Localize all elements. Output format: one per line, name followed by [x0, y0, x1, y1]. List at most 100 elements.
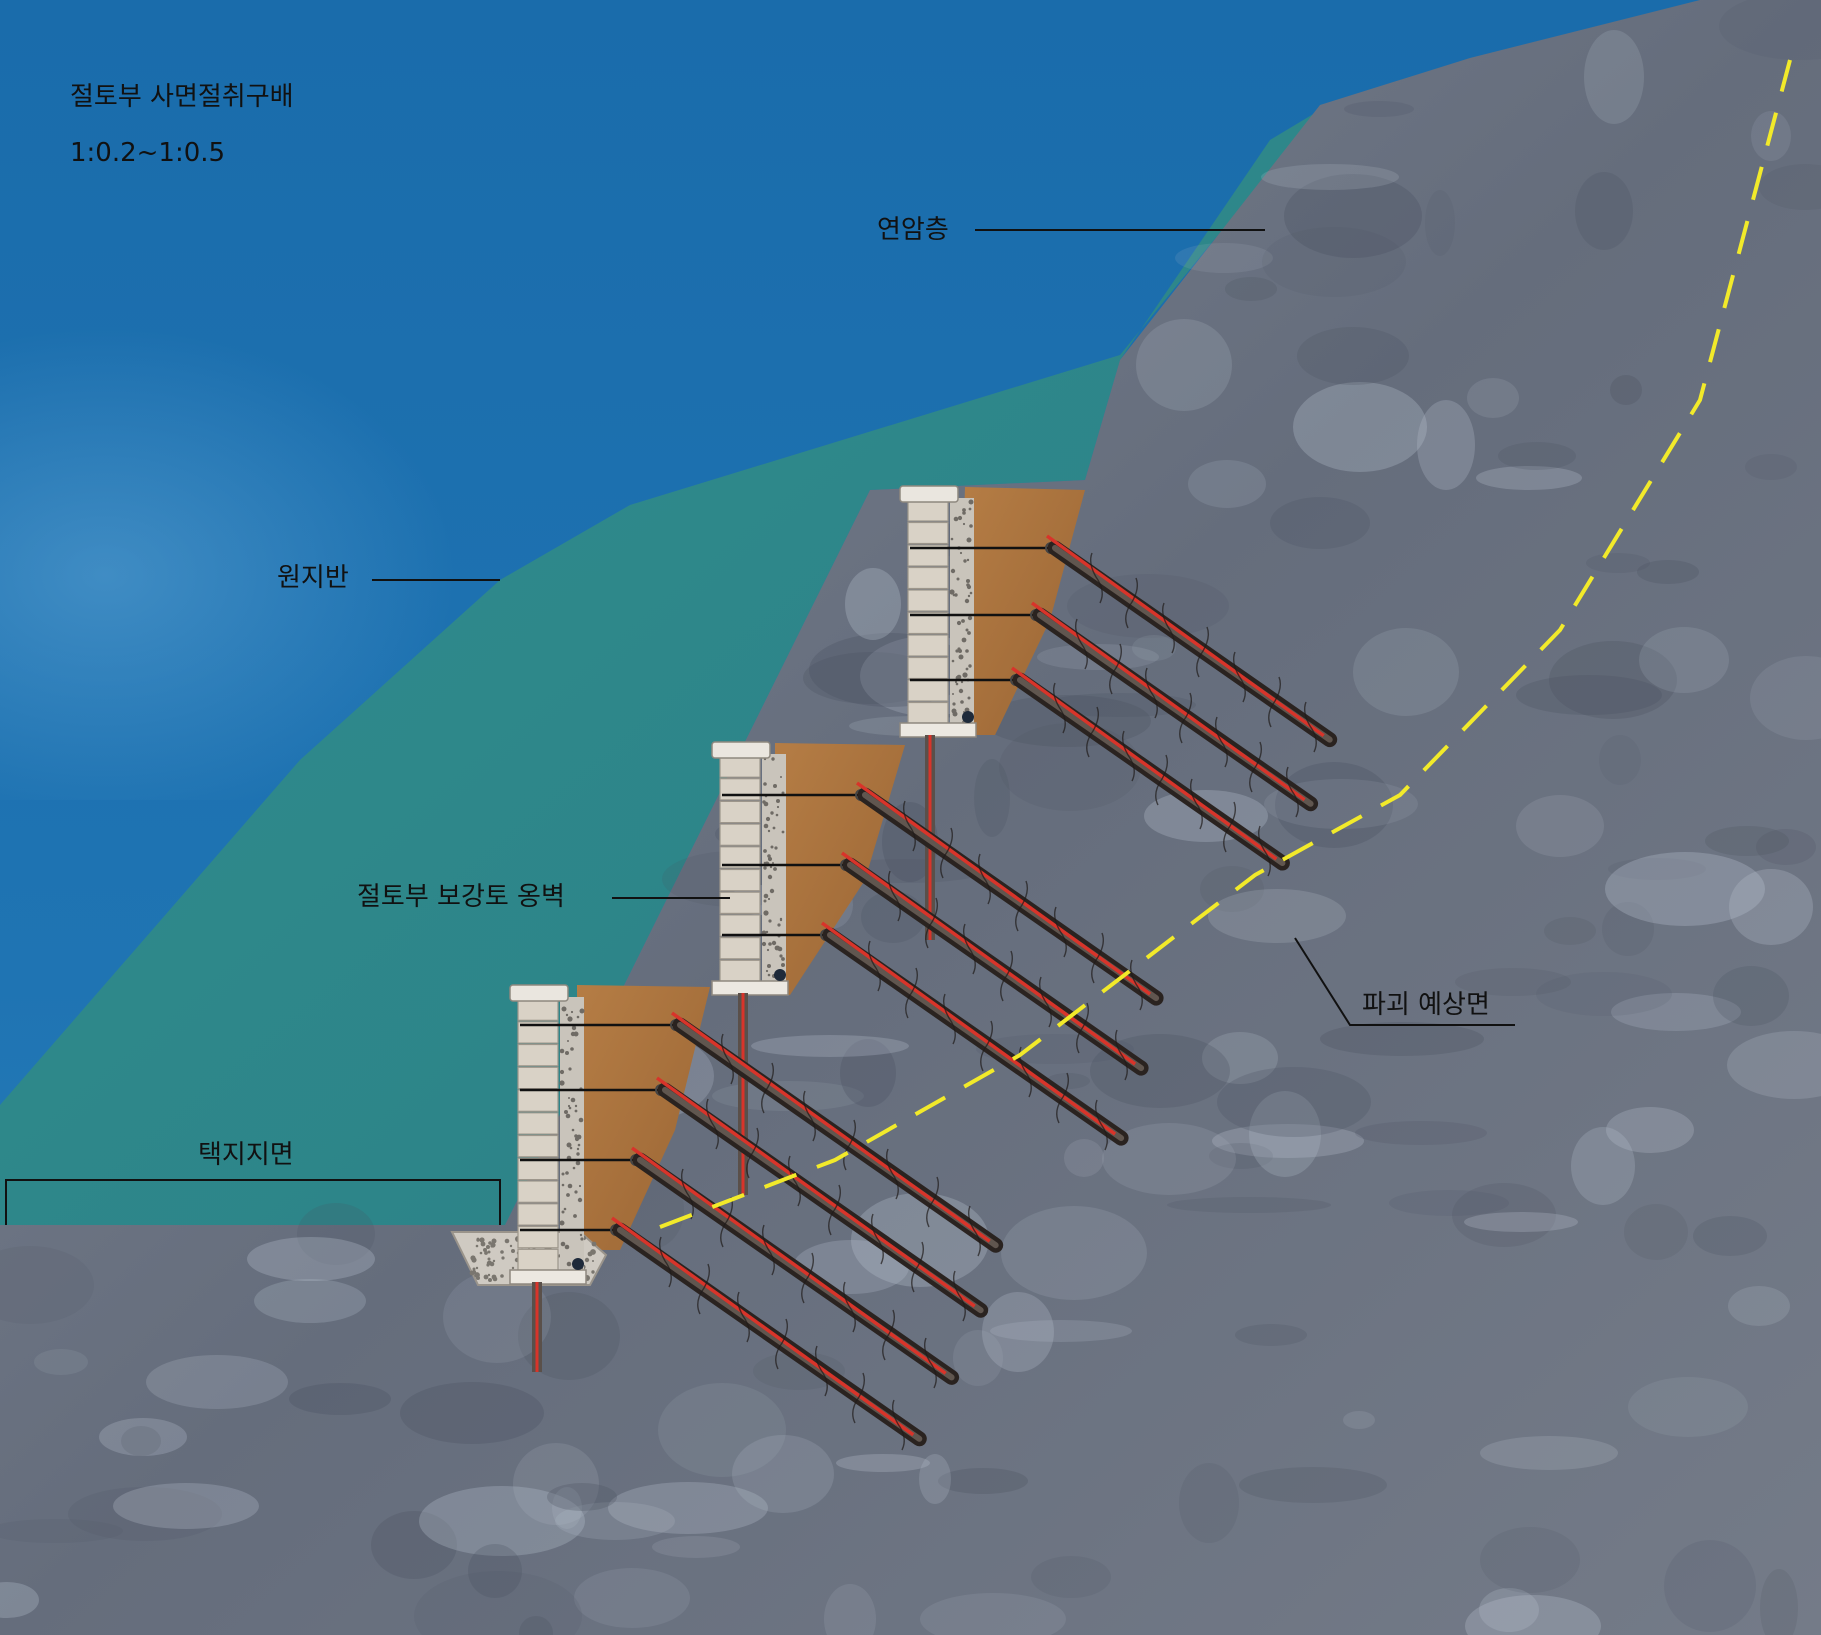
rock-blotch: [518, 1292, 620, 1380]
rock-blotch: [1188, 460, 1266, 508]
rock-blotch: [1586, 553, 1650, 573]
gravel-stone: [573, 1214, 577, 1218]
backfill-lower: [577, 985, 710, 1250]
anchor-pile-core: [741, 993, 745, 1195]
rock-blotch: [1713, 966, 1789, 1026]
rock-blotch: [1467, 378, 1519, 418]
wall-block: [719, 778, 761, 801]
rock-blotch: [414, 1571, 582, 1635]
gravel-stone: [471, 1269, 477, 1275]
gravel-stone: [961, 637, 967, 643]
gravel-stone: [781, 957, 785, 961]
gravel-stone: [768, 942, 772, 946]
ground-crack: [1125, 577, 1139, 629]
gravel-stone: [779, 954, 783, 958]
rock-blotch: [1136, 319, 1232, 411]
wall-block: [907, 656, 949, 680]
gravel-stone: [570, 1047, 574, 1051]
nail-tendon: [630, 1146, 947, 1375]
rock-blotch: [555, 1502, 675, 1540]
gravel-stone: [565, 1013, 569, 1017]
gravel-stone: [559, 1220, 565, 1226]
ground-crack: [1091, 932, 1105, 984]
gravel-stone: [968, 507, 972, 511]
ground-crack: [1056, 1072, 1070, 1124]
gravel-stone: [769, 865, 773, 869]
gravel-stone: [965, 649, 969, 653]
rock-blotch: [1239, 1467, 1387, 1503]
drain-pipe: [774, 969, 786, 981]
gravel-stone: [963, 559, 967, 563]
gravel-stone: [967, 696, 971, 700]
wall-block: [517, 1157, 559, 1181]
gravel-stone: [968, 664, 972, 668]
wall-gravel-fill: [560, 997, 584, 1282]
slope-title: 절토부 사면절취구배: [70, 82, 294, 112]
rock-blotch: [443, 1271, 551, 1363]
rock-blotch: [1611, 993, 1741, 1031]
rock-blotch: [0, 1519, 123, 1543]
ground-crack: [926, 1176, 940, 1228]
gravel-stone: [774, 846, 778, 850]
ground-crack: [870, 1213, 884, 1265]
gravel-stone: [969, 591, 973, 595]
rock-blotch: [1750, 656, 1821, 740]
gravel-stone: [776, 805, 780, 809]
wall-block: [907, 566, 949, 590]
soil-nails: [520, 534, 1338, 1451]
rock-blotch: [919, 1454, 951, 1504]
rock-blotch: [824, 1584, 876, 1635]
ground-crack: [952, 1270, 966, 1322]
gravel-stone: [954, 593, 958, 597]
gravel-stone: [956, 577, 960, 581]
gravel-stone: [772, 862, 774, 864]
rock-blotch: [519, 1616, 553, 1635]
gravel-stone: [952, 711, 958, 717]
wall-cap: [509, 984, 569, 1002]
rock-blotch: [1664, 1540, 1756, 1632]
ground-crack: [720, 1033, 734, 1085]
rock-blotch: [1571, 1127, 1635, 1205]
gravel-stone: [950, 568, 956, 574]
gravel-stone: [967, 631, 971, 635]
gravel-stone: [765, 930, 769, 934]
label-failure-surface: 파괴 예상면: [1362, 990, 1490, 1020]
wall-block: [517, 1225, 559, 1249]
ground-crack: [1052, 682, 1066, 734]
rock-blotch: [247, 1237, 375, 1281]
rock-blotch: [1705, 826, 1789, 856]
ground-crack: [852, 1372, 866, 1424]
gravel-stone: [767, 874, 773, 880]
wall-block: [517, 998, 559, 1021]
rock-blotch: [289, 1383, 391, 1415]
gravel-stone: [773, 867, 777, 871]
rock-blotch: [1606, 1107, 1694, 1153]
nail-tendon: [670, 1011, 991, 1243]
rock-blotch: [1480, 1527, 1580, 1593]
ground-crack: [1015, 880, 1029, 932]
gravel-stone: [570, 1010, 574, 1014]
gravel-stone: [776, 799, 780, 803]
gravel-stone: [762, 800, 766, 804]
gravel-stone: [560, 1241, 566, 1247]
gravel-stone: [561, 1006, 567, 1012]
rock-blotch: [1202, 1032, 1278, 1084]
gravel-stone: [487, 1257, 491, 1261]
rock-blotch: [974, 759, 1010, 837]
rock-blotch: [513, 1443, 599, 1525]
gravel-stone: [480, 1241, 486, 1247]
ground-crack: [891, 1399, 905, 1451]
gravel-stone: [771, 757, 775, 761]
ground-crack: [1129, 959, 1143, 1011]
gravel-stone: [567, 1183, 573, 1189]
gravel-stone: [772, 826, 776, 830]
gravel-stone: [761, 941, 767, 947]
gravel-stone: [955, 682, 959, 686]
rock-blotch: [400, 1382, 544, 1444]
rock-blotch: [652, 1536, 740, 1558]
rock-blotch: [1745, 454, 1797, 480]
gravel-stone: [949, 589, 955, 595]
gravel-stone: [960, 700, 964, 704]
gravel-stone: [511, 1266, 515, 1270]
